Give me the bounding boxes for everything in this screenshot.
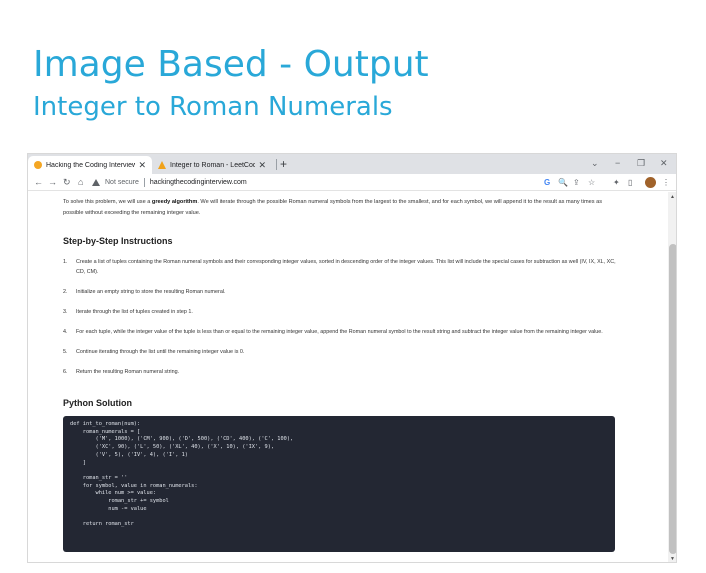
- intro-text-end: . We will iterate through the possible R…: [63, 199, 603, 216]
- code-line: def int_to_roman(num):: [70, 421, 141, 427]
- slide-title: Image Based - Output: [33, 44, 429, 85]
- code-line: ('M', 1000), ('CM', 900), ('D', 500), ('…: [70, 436, 294, 443]
- tab-divider: [276, 159, 277, 170]
- step-item: 2. Initialize an empty string to store th…: [63, 287, 623, 297]
- step-text: Return the resulting Roman numeral strin…: [76, 369, 180, 375]
- step-text: Iterate through the list of tuples creat…: [76, 309, 193, 315]
- intro-paragraph: To solve this problem, we will use a gre…: [63, 197, 623, 219]
- step-item: 6. Return the resulting Roman numeral str…: [63, 367, 623, 377]
- browser-window: Hacking the Coding Interview ✕ Integer t…: [27, 153, 677, 563]
- security-label: Not secure: [105, 179, 139, 186]
- tab-hacking-the-coding-interview[interactable]: Hacking the Coding Interview ✕: [28, 156, 152, 174]
- url-text: hackingthecodinginterview.com: [149, 179, 247, 186]
- code-block: def int_to_roman(num): roman_numerals = …: [63, 416, 615, 552]
- scroll-down-arrow-icon[interactable]: ▼: [670, 556, 675, 562]
- restore-icon[interactable]: ❐: [637, 158, 646, 168]
- minimize-icon[interactable]: −: [615, 158, 621, 168]
- step-text: For each tuple, while the integer value …: [76, 329, 603, 335]
- menu-kebab-icon[interactable]: ⋮: [662, 178, 670, 187]
- share-icon[interactable]: ⇪: [573, 178, 580, 187]
- steps-list: 1. Create a list of tuples containing the…: [63, 257, 623, 387]
- profile-avatar[interactable]: [645, 177, 656, 188]
- code-line: roman_str = '': [70, 474, 128, 481]
- close-window-icon[interactable]: ✕: [660, 158, 668, 168]
- reload-icon[interactable]: ↻: [63, 177, 71, 187]
- new-tab-button[interactable]: +: [280, 157, 288, 171]
- step-item: 1. Create a list of tuples containing the…: [63, 257, 623, 277]
- step-number: 6.: [63, 369, 68, 375]
- address-divider: [143, 178, 145, 187]
- step-item: 5. Continue iterating through the list un…: [63, 347, 623, 357]
- code-line: ('V', 5), ('IV', 4), ('I', 1): [70, 451, 189, 458]
- bookmark-star-icon[interactable]: ☆: [588, 178, 596, 187]
- zoom-icon[interactable]: 🔍: [558, 178, 568, 187]
- code-line: while num >= value:: [70, 490, 157, 497]
- tab-close-icon[interactable]: ✕: [258, 159, 266, 170]
- code-line: num -= value: [70, 505, 147, 512]
- code-line: return roman_str: [70, 521, 134, 528]
- page-content: To solve this problem, we will use a gre…: [28, 192, 668, 562]
- code-line: [70, 513, 608, 521]
- code-line: [70, 467, 608, 475]
- step-number: 3.: [63, 309, 68, 315]
- home-icon[interactable]: ⌂: [78, 177, 84, 187]
- back-icon[interactable]: ←: [34, 177, 43, 187]
- step-text: Initialize an empty string to store the …: [76, 289, 226, 295]
- step-text: Continue iterating through the list unti…: [76, 349, 245, 355]
- step-number: 4.: [63, 329, 68, 335]
- step-number: 5.: [63, 349, 68, 355]
- scrollbar-thumb[interactable]: [669, 244, 676, 554]
- tab-title: Hacking the Coding Interview: [46, 161, 136, 169]
- code-line: ('XC', 90), ('L', 50), ('XL', 40), ('X',…: [70, 444, 275, 451]
- solution-heading: Python Solution: [63, 398, 132, 408]
- address-bar[interactable]: Not secure hackingthecodinginterview.com: [92, 176, 588, 189]
- tab-search-chevron-icon[interactable]: ⌄: [591, 158, 599, 168]
- intro-text-start: To solve this problem, we will use a: [63, 199, 152, 205]
- tab-integer-to-roman-leetcode[interactable]: Integer to Roman - LeetCode ✕: [152, 156, 272, 174]
- step-number: 2.: [63, 289, 68, 295]
- tab-bar: Hacking the Coding Interview ✕ Integer t…: [28, 154, 676, 174]
- intro-bold-term: greedy algorithm: [151, 199, 198, 205]
- scroll-up-arrow-icon[interactable]: ▲: [670, 194, 675, 200]
- site-favicon-icon: [34, 161, 42, 169]
- step-text: Create a list of tuples containing the R…: [76, 259, 616, 275]
- step-item: 3. Iterate through the list of tuples cre…: [63, 307, 623, 317]
- extensions-icon[interactable]: ✦: [613, 178, 620, 187]
- google-icon[interactable]: G: [544, 178, 551, 187]
- code-line: ]: [70, 459, 86, 466]
- step-number: 1.: [63, 259, 68, 265]
- side-panel-icon[interactable]: ▯: [628, 178, 633, 187]
- code-line: roman_str += symbol: [70, 498, 169, 505]
- steps-heading: Step-by-Step Instructions: [63, 236, 173, 246]
- tab-close-icon[interactable]: ✕: [138, 159, 146, 170]
- tab-title: Integer to Roman - LeetCode: [170, 161, 256, 169]
- not-secure-warning-icon: [92, 179, 100, 186]
- slide-subtitle: Integer to Roman Numerals: [33, 92, 393, 122]
- code-line: for symbol, value in roman_numerals:: [70, 482, 198, 489]
- forward-icon[interactable]: →: [48, 177, 57, 187]
- code-line: roman_numerals = [: [70, 428, 141, 435]
- step-item: 4. For each tuple, while the integer valu…: [63, 327, 623, 337]
- browser-toolbar: ← → ↻ ⌂ Not secure hackingthecodinginter…: [28, 174, 676, 191]
- leetcode-favicon-icon: [158, 161, 166, 169]
